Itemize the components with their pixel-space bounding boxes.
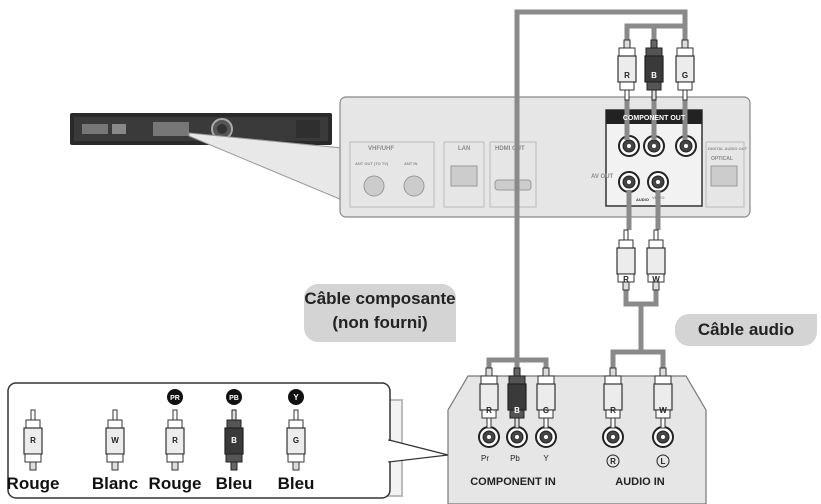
legend-letter-1: R — [30, 436, 36, 445]
component-cable-title: Câble composante — [304, 289, 456, 308]
tv-jack-pb: Pb — [510, 454, 520, 463]
vhf-uhf-label: VHF/UHF — [368, 146, 394, 152]
plug-letter-r-tv: R — [486, 406, 492, 415]
audio-cable-callout: Câble audio — [675, 314, 817, 346]
component-cable — [486, 9, 688, 376]
legend-letter-4: B — [231, 436, 237, 445]
ant-out-label: ANT OUT (TO TV) — [355, 161, 389, 166]
badge-y-label: Y — [293, 393, 299, 402]
audio-cable — [610, 190, 666, 374]
plug-letter-r-tv-audio: R — [610, 406, 616, 415]
tv-audio-in-label: AUDIO IN — [615, 476, 665, 488]
legend-name-2: Blanc — [91, 474, 139, 493]
legend-letter-3: R — [172, 436, 178, 445]
plug-letter-b-tv: B — [514, 406, 520, 415]
legend-letter-2: W — [111, 436, 119, 445]
badge-pr-label: PR — [170, 395, 180, 402]
ant-in-label: ANT IN — [404, 161, 417, 166]
legend-name-4: Bleu — [215, 474, 253, 493]
component-cable-callout: Câble composante (non fourni) — [304, 284, 456, 342]
video-label: VIDEO — [652, 195, 664, 200]
plug-letter-b-top: B — [651, 71, 657, 80]
badge-pb-label: PB — [229, 395, 239, 402]
av-out-label: AV OUT — [591, 174, 614, 180]
plug-letter-g-top: G — [682, 71, 688, 80]
tv-jack-l: L — [661, 457, 666, 466]
legend-name-5: Bleu — [277, 474, 315, 493]
legend-name-3: Rouge — [148, 474, 202, 493]
badge-y-icon — [288, 389, 304, 405]
legend-name-1: Rouge — [6, 474, 60, 493]
badge-pb-icon — [226, 389, 242, 405]
lan-label: LAN — [458, 146, 470, 152]
legend-letter-5: G — [293, 436, 299, 445]
component-cable-note: (non fourni) — [332, 313, 428, 332]
plug-component-red-top — [617, 39, 637, 101]
audio-label: AUDIO — [636, 197, 649, 202]
tv-jack-r: R — [610, 457, 616, 466]
plug-letter-r-audio: R — [623, 275, 629, 284]
plug-component-green-top — [675, 39, 695, 101]
component-out-label: COMPONENT OUT — [623, 115, 686, 122]
optical-label: OPTICAL — [711, 156, 733, 162]
plug-letter-w-tv-audio: W — [659, 406, 667, 415]
plug-letter-r-top: R — [624, 71, 630, 80]
plug-component-blue-top — [644, 39, 664, 101]
tv-jack-y: Y — [543, 454, 549, 463]
plug-letter-g-tv: G — [543, 406, 549, 415]
tv-jack-pr: Pr — [481, 454, 489, 463]
plug-letter-w-audio: W — [652, 275, 660, 284]
digital-audio-out-label: DIGITAL AUDIO OUT — [708, 146, 748, 151]
tv-component-in-label: COMPONENT IN — [470, 476, 556, 488]
hdmi-out-label: HDMI OUT — [495, 146, 525, 152]
player-device — [70, 113, 332, 145]
badge-pr-icon — [167, 389, 183, 405]
